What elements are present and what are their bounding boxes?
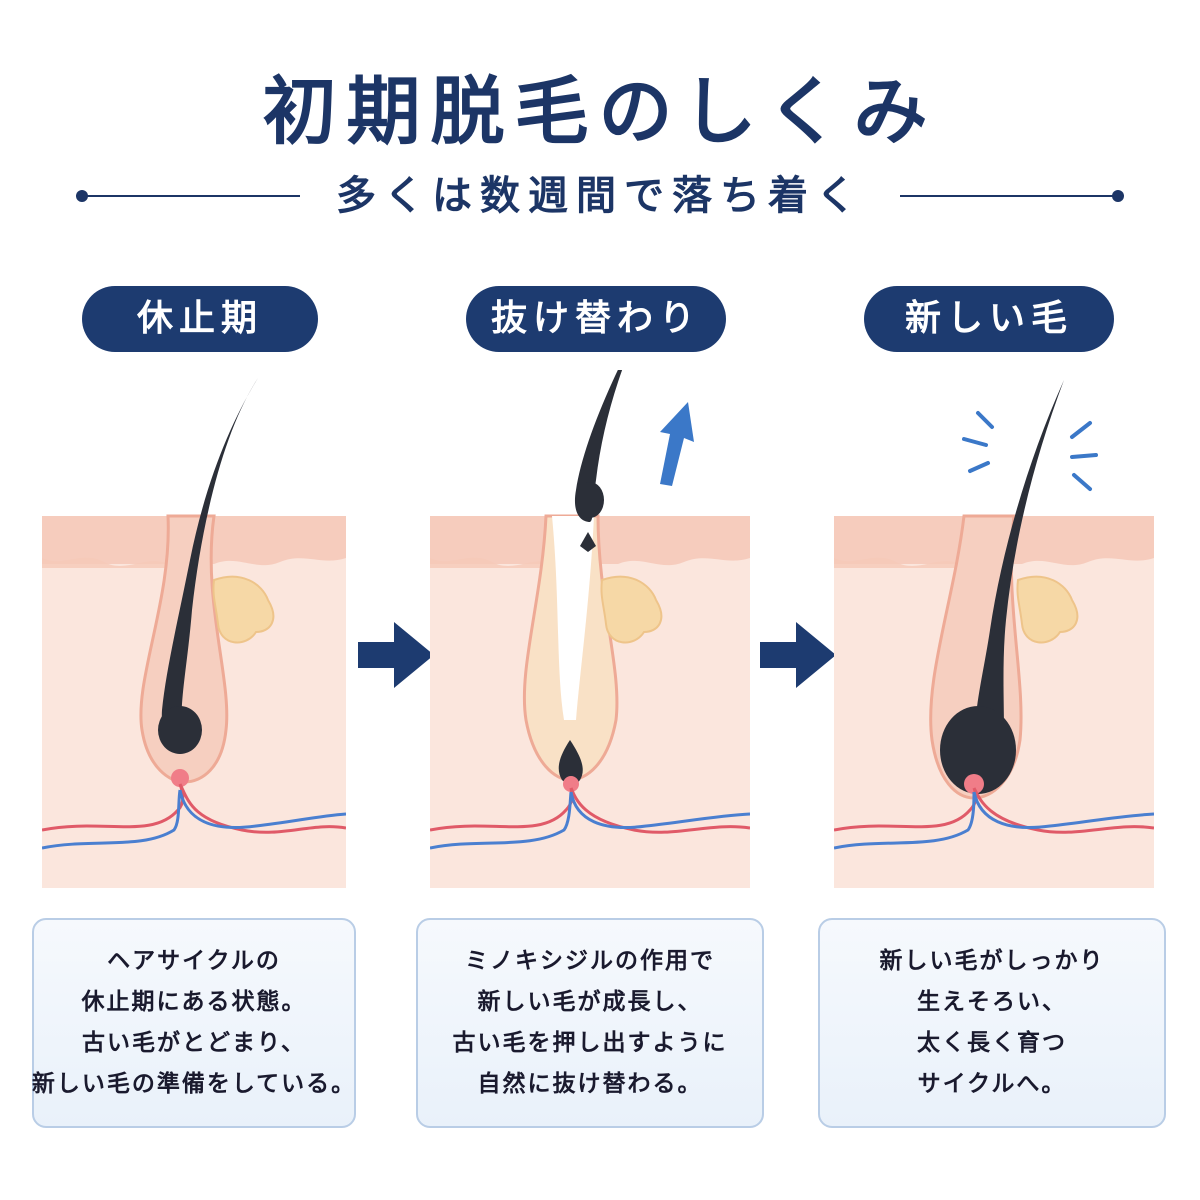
stage-label-resting: 休止期	[82, 286, 318, 352]
vein-vessel	[430, 791, 750, 850]
description-line: 新しい毛がしっかり	[879, 948, 1105, 974]
new-hair-illustration	[834, 380, 1154, 888]
hair-shaft-icon	[161, 378, 258, 750]
epidermis-wave	[834, 557, 960, 568]
hair-bulb-icon	[158, 706, 202, 754]
sebaceous-gland-icon	[212, 575, 275, 644]
line-end-dot-right	[1112, 190, 1124, 202]
new-hair-shaft-icon	[975, 380, 1064, 730]
artery-vessel	[42, 783, 346, 834]
description-line: 古い毛を押し出すように	[452, 1030, 728, 1056]
vein-vessel	[42, 789, 346, 850]
subtitle-row: 多くは数週間で落ち着く	[0, 168, 1200, 224]
description-line: 生えそろい、	[917, 989, 1067, 1015]
hair-bulb-icon	[940, 706, 1016, 794]
description-line: ミノキシジルの作用で	[465, 948, 715, 974]
description-line: 太く長く育つ	[917, 1030, 1067, 1056]
sparkle-icon	[962, 411, 1098, 491]
new-hair-sprout-icon	[558, 740, 583, 785]
dermal-papilla-icon	[171, 769, 189, 787]
vein-vessel	[834, 791, 1154, 850]
arrow-up-icon	[660, 402, 694, 486]
hair-fragment-icon	[580, 532, 596, 552]
description-line: 自然に抜け替わる。	[477, 1071, 703, 1097]
sebaceous-gland-icon	[600, 575, 663, 644]
description-line: 新しい毛が成長し、	[477, 989, 703, 1015]
epidermis-wave	[42, 557, 168, 568]
shed-hair-root-icon	[576, 482, 604, 518]
arrow-right-icon	[358, 622, 434, 688]
stage-label-shedding: 抜け替わり	[466, 286, 726, 352]
description-line: 新しい毛の準備をしている。	[31, 1071, 357, 1097]
follicle-opening	[552, 516, 594, 720]
description-new-hair: 新しい毛がしっかり 生えそろい、 太く長く育つ サイクルへ。	[818, 918, 1166, 1128]
description-line: 休止期にある状態。	[81, 989, 307, 1015]
divider-line-right	[900, 195, 1118, 197]
description-line: 古い毛がとどまり、	[81, 1030, 307, 1056]
page-title: 初期脱毛のしくみ	[262, 69, 938, 155]
description-line: ヘアサイクルの	[107, 948, 281, 974]
description-line: サイクルへ。	[917, 1071, 1067, 1097]
resting-phase-illustration	[42, 378, 346, 888]
description-shedding: ミノキシジルの作用で 新しい毛が成長し、 古い毛を押し出すように 自然に抜け替わ…	[416, 918, 764, 1128]
arrow-right-icon	[760, 622, 836, 688]
epidermis-wave	[430, 557, 556, 568]
dermal-papilla-icon	[563, 776, 579, 792]
stage-label-new-hair: 新しい毛	[864, 286, 1114, 352]
dermal-papilla-icon	[964, 774, 984, 794]
description-resting: ヘアサイクルの 休止期にある状態。 古い毛がとどまり、 新しい毛の準備をしている…	[32, 918, 356, 1128]
shedding-phase-illustration	[430, 370, 750, 888]
subtitle: 多くは数週間で落ち着く	[336, 173, 864, 219]
sebaceous-gland-icon	[1016, 575, 1079, 644]
divider-line-left	[82, 195, 300, 197]
